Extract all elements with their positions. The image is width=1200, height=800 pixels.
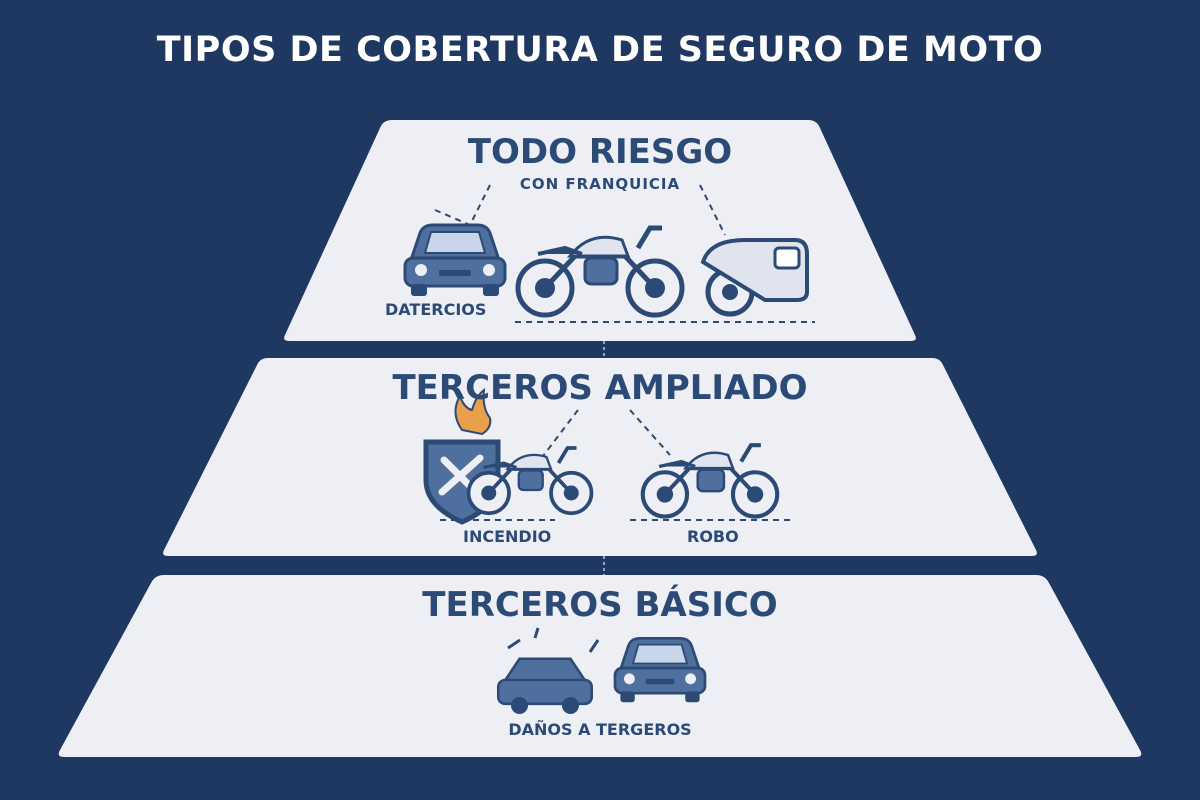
tier-title-terceros-basico: TERCEROS BÁSICO: [422, 585, 778, 625]
label-incendio: INCENDIO: [463, 527, 552, 546]
car-icon: [403, 223, 507, 298]
label-datercios: DATERCIOS: [385, 300, 487, 319]
tier-panel-bottom: [58, 575, 1142, 757]
page-title: TIPOS DE COBERTURA DE SEGURO DE MOTO: [156, 30, 1044, 70]
tier-subtitle-con-franquicia: CON FRANQUICIA: [519, 175, 681, 193]
tier2-dashed-lines: [440, 409, 795, 521]
motorcycle-case-icon: [700, 238, 809, 317]
tier-title-terceros-ampliado: TERCEROS AMPLIADO: [392, 368, 808, 408]
label-robo: ROBO: [687, 527, 739, 546]
tier-panel-middle: [163, 358, 1037, 556]
car-collision-icon: [496, 627, 707, 714]
tier-title-todo-riesgo: TODO RIESGO: [467, 132, 733, 172]
tier1-dashed-lines: [434, 184, 815, 323]
label-danos-a-terceros: DAÑOS A TERGEROS: [508, 720, 692, 739]
